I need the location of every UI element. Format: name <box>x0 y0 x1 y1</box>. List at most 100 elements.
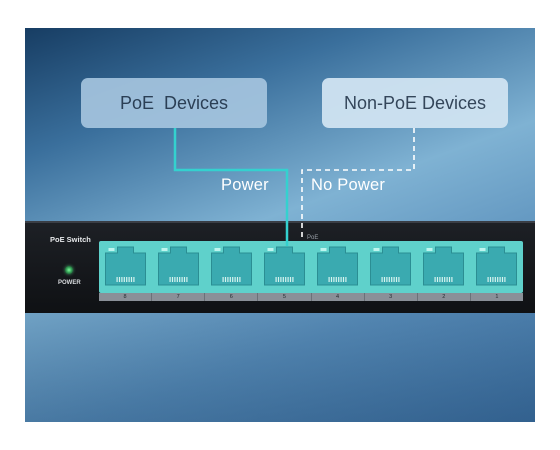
port-pin <box>275 277 277 282</box>
background-band <box>25 311 535 422</box>
port-number-label: 3 <box>365 293 418 301</box>
port-pin <box>126 277 128 282</box>
port-pin <box>497 277 499 282</box>
port-number-label: 2 <box>418 293 471 301</box>
port-pin <box>282 277 284 282</box>
port-pin <box>171 277 174 282</box>
port-pin <box>128 277 130 282</box>
ethernet-port-icon <box>423 246 464 286</box>
port-pin <box>181 277 183 282</box>
port-pin <box>183 277 186 282</box>
port-pin <box>289 277 292 282</box>
port-pin <box>222 277 224 282</box>
power-led-label: POWER <box>58 280 81 286</box>
no-power-label: No Power <box>311 176 386 194</box>
port-pin <box>287 277 289 282</box>
port-pin <box>333 277 335 282</box>
port-pin <box>130 277 133 282</box>
port-pin <box>345 277 347 282</box>
port-pin <box>398 277 400 282</box>
port-pin <box>444 277 446 282</box>
port-pin <box>436 277 439 282</box>
poe-strip-label: PoE <box>307 235 319 241</box>
port-pin <box>280 277 282 282</box>
port-led <box>161 248 168 251</box>
port-pin <box>451 277 453 282</box>
poe-devices-box: PoE Devices <box>81 78 267 128</box>
ethernet-port-icon <box>370 246 411 286</box>
port-pin <box>224 277 227 282</box>
port-number-label: 5 <box>258 293 312 301</box>
port-led <box>426 248 433 251</box>
poe-devices-label: PoE Devices <box>119 92 229 113</box>
port-number-label: 6 <box>205 293 259 301</box>
port-led <box>108 248 115 251</box>
port-number-label: 8 <box>99 293 153 301</box>
non-poe-devices-box: Non-PoE Devices <box>322 78 508 128</box>
port-pin <box>328 277 330 282</box>
port-pin <box>499 277 501 282</box>
port-pin <box>229 277 231 282</box>
port-pin <box>133 277 135 282</box>
port-pin <box>179 277 181 282</box>
port-pin <box>335 277 337 282</box>
port-pin <box>340 277 342 282</box>
port-pin <box>176 277 178 282</box>
switch-title: PoE Switch <box>50 235 91 244</box>
ethernet-port-icon <box>211 246 252 286</box>
power-led-icon <box>65 266 73 274</box>
ethernet-port-icon <box>158 246 199 286</box>
port-pin <box>174 277 176 282</box>
port-pin <box>236 277 239 282</box>
port-pin <box>446 277 448 282</box>
port-pin <box>393 277 395 282</box>
ethernet-port-icon <box>317 246 358 286</box>
port-pin <box>386 277 388 282</box>
port-led <box>320 248 327 251</box>
power-label: Power <box>221 176 269 194</box>
port-pin <box>227 277 229 282</box>
no-power-dashed-line <box>301 128 415 240</box>
port-pin <box>121 277 123 282</box>
port-pin <box>383 277 386 282</box>
port-pin <box>285 277 287 282</box>
port-pin <box>330 277 333 282</box>
port-pin <box>434 277 436 282</box>
port-led <box>479 248 486 251</box>
port-pin <box>277 277 280 282</box>
ethernet-port-icon <box>264 246 305 286</box>
port-pin <box>232 277 234 282</box>
port-pin <box>338 277 340 282</box>
port-pin <box>492 277 494 282</box>
port-pin <box>118 277 121 282</box>
ethernet-ports <box>105 246 517 286</box>
port-pin <box>186 277 188 282</box>
port-pin <box>441 277 443 282</box>
port-pin <box>501 277 504 282</box>
port-pin <box>292 277 294 282</box>
power-cable-line <box>173 128 289 246</box>
port-pin <box>169 277 171 282</box>
port-pin <box>494 277 496 282</box>
port-pin <box>239 277 241 282</box>
port-pin <box>381 277 383 282</box>
port-pin <box>395 277 398 282</box>
port-pin <box>388 277 390 282</box>
port-pin <box>439 277 441 282</box>
port-pin <box>489 277 492 282</box>
ethernet-port-icon <box>105 246 146 286</box>
port-number-label: 4 <box>312 293 365 301</box>
port-pin <box>448 277 451 282</box>
port-pin <box>391 277 393 282</box>
port-pin <box>123 277 125 282</box>
port-led <box>214 248 221 251</box>
port-pin <box>234 277 236 282</box>
port-number-label: 7 <box>152 293 206 301</box>
connection-lines <box>105 128 517 286</box>
port-number-label: 1 <box>495 294 499 300</box>
port-led <box>373 248 380 251</box>
non-poe-devices-label: Non-PoE Devices <box>343 92 487 113</box>
port-pin <box>116 277 118 282</box>
